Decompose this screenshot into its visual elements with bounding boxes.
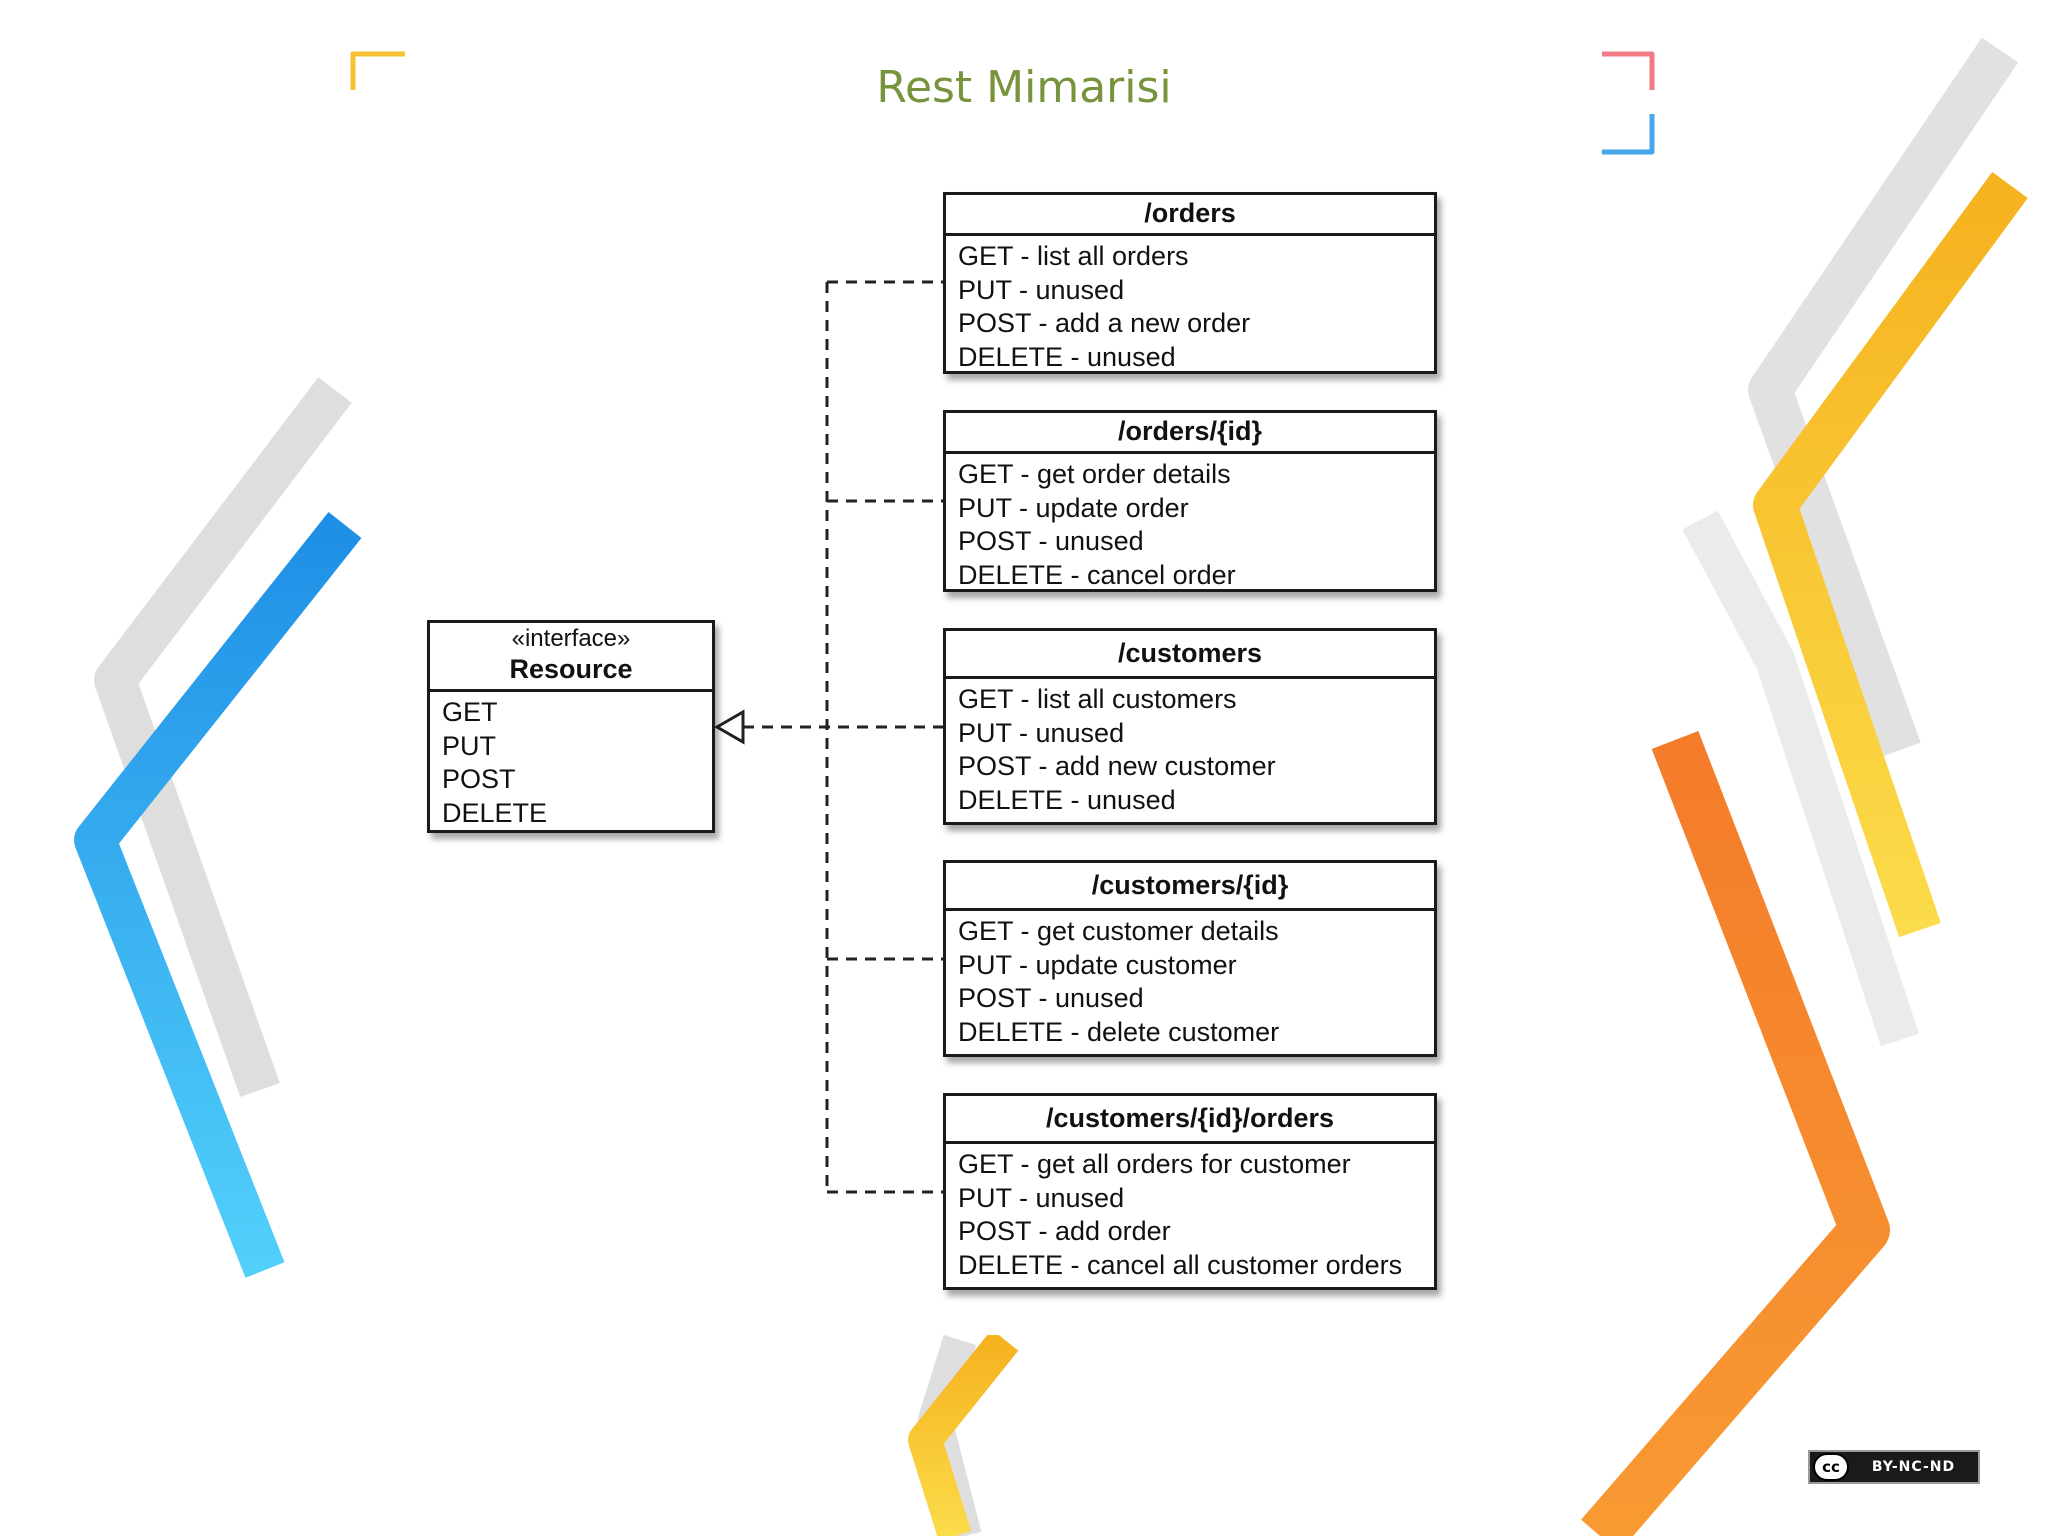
realization-connectors bbox=[713, 280, 943, 1194]
resource-method-row: GET - list all customers bbox=[958, 684, 1237, 714]
rest-architecture-diagram: «interface» Resource GET PUT POST DELETE… bbox=[395, 170, 1485, 1335]
resource-method-row: POST - add order bbox=[958, 1216, 1171, 1246]
slide-title: Rest Mimarisi bbox=[876, 62, 1172, 113]
resource-method-row: DELETE - cancel all customer orders bbox=[958, 1249, 1403, 1280]
interface-name: Resource bbox=[509, 654, 633, 684]
orange-chevron bbox=[1581, 730, 1890, 1536]
resource-box-customers-id: /customers/{id} GET - get customer detai… bbox=[943, 860, 1437, 1057]
interface-method: GET bbox=[442, 697, 498, 727]
cc-icon: cc bbox=[1813, 1453, 1849, 1481]
yellow-chevron-right bbox=[1753, 171, 2028, 938]
resource-method-row: DELETE - cancel order bbox=[958, 559, 1236, 590]
license-text: BY-NC-ND bbox=[1871, 1459, 1956, 1475]
resource-method-row: GET - get customer details bbox=[958, 916, 1279, 946]
corner-bracket-yellow bbox=[350, 51, 405, 90]
interface-box-resource: «interface» Resource GET PUT POST DELETE bbox=[427, 620, 715, 833]
blue-chevron-left bbox=[74, 511, 362, 1278]
resource-method-row: PUT - update customer bbox=[958, 949, 1237, 980]
corner-bracket-red bbox=[1602, 51, 1655, 90]
resource-box-orders-id: /orders/{id} GET - get order details PUT… bbox=[943, 410, 1437, 592]
resource-method-row: GET - get all orders for customer bbox=[958, 1149, 1351, 1179]
resource-box-orders: /orders GET - list all orders PUT - unus… bbox=[943, 192, 1437, 374]
license-badge[interactable]: cc BY-NC-ND bbox=[1808, 1450, 1980, 1484]
interface-method: PUT bbox=[442, 730, 496, 761]
resource-path: /customers/{id} bbox=[946, 863, 1434, 911]
resource-method-row: GET - list all orders bbox=[958, 241, 1189, 271]
corner-bracket-blue bbox=[1602, 114, 1655, 155]
resource-method-row: GET - get order details bbox=[958, 459, 1231, 489]
resource-method-row: POST - unused bbox=[958, 983, 1144, 1013]
gray-chevron-right bbox=[1748, 37, 2019, 758]
resource-method-row: PUT - unused bbox=[958, 1182, 1125, 1213]
resource-box-customer-orders: /customers/{id}/orders GET - get all ord… bbox=[943, 1093, 1437, 1290]
resource-method-row: PUT - unused bbox=[958, 274, 1125, 305]
gray-chevron-left bbox=[94, 377, 352, 1098]
resource-method-row: DELETE - unused bbox=[958, 341, 1176, 372]
resource-method-row: POST - add new customer bbox=[958, 751, 1276, 781]
resource-path: /customers bbox=[946, 631, 1434, 679]
interface-methods: GET PUT POST DELETE bbox=[430, 692, 712, 836]
realization-arrowhead bbox=[713, 709, 745, 745]
resource-path: /orders/{id} bbox=[946, 413, 1434, 454]
interface-method: POST bbox=[442, 764, 516, 794]
resource-box-customers: /customers GET - list all customers PUT … bbox=[943, 628, 1437, 825]
resource-method-row: DELETE - unused bbox=[958, 784, 1176, 815]
interface-method: DELETE bbox=[442, 797, 548, 828]
resource-path: /customers/{id}/orders bbox=[946, 1096, 1434, 1144]
resource-method-row: PUT - update order bbox=[958, 492, 1189, 523]
resource-path: /orders bbox=[946, 195, 1434, 236]
resource-method-row: POST - add a new order bbox=[958, 308, 1251, 338]
resource-method-row: PUT - unused bbox=[958, 717, 1125, 748]
resource-method-row: DELETE - delete customer bbox=[958, 1016, 1280, 1047]
gray-chevron-right-2 bbox=[1682, 510, 1919, 1047]
yellow-chevron-bottom bbox=[908, 1329, 1019, 1536]
interface-stereotype: «interface» bbox=[511, 625, 631, 652]
interface-box-header: «interface» Resource bbox=[430, 623, 712, 692]
resource-method-row: POST - unused bbox=[958, 526, 1144, 556]
